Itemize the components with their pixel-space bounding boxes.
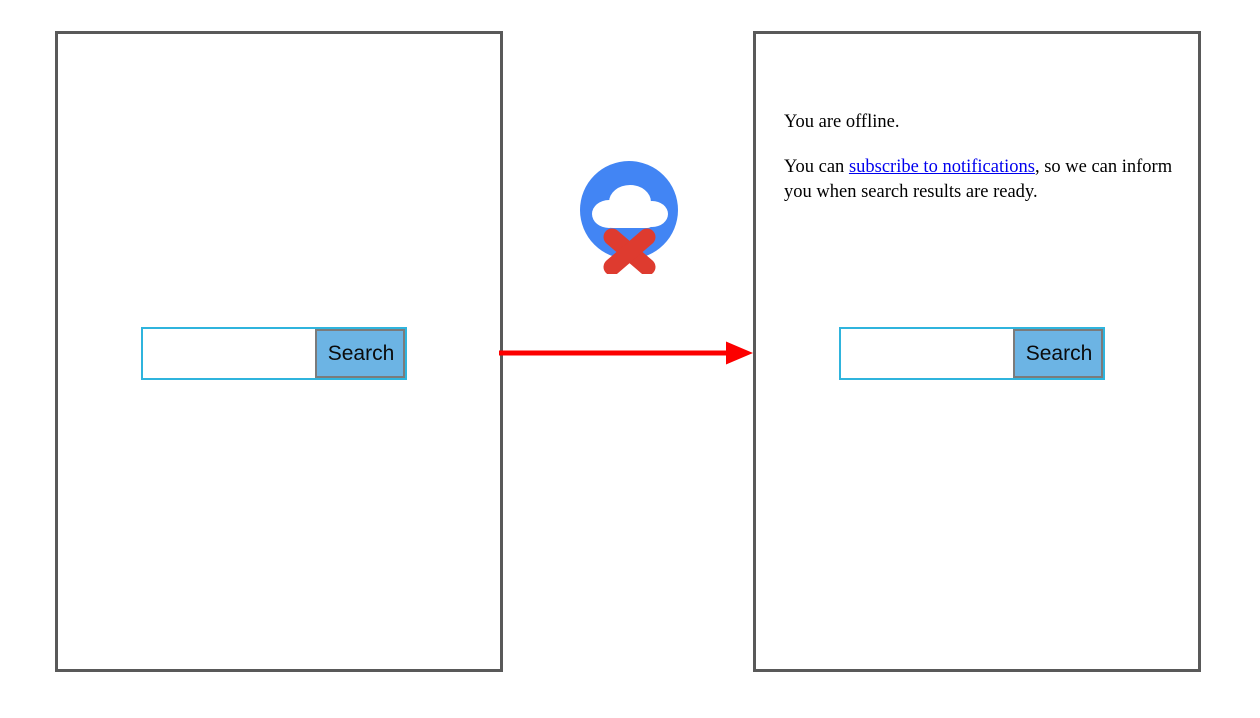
search-bar-left[interactable]: Search xyxy=(141,327,407,380)
cloud-offline-icon xyxy=(580,161,678,274)
search-input-left[interactable] xyxy=(143,329,315,378)
cloud-shape-icon xyxy=(592,185,668,228)
right-phone-panel: You are offline. You can subscribe to no… xyxy=(753,31,1201,672)
cross-mark-icon xyxy=(603,228,656,274)
offline-message: You are offline. You can subscribe to no… xyxy=(784,110,1176,205)
left-phone-panel: Search xyxy=(55,31,503,672)
search-button-right[interactable]: Search xyxy=(1013,329,1103,378)
search-button-left[interactable]: Search xyxy=(315,329,405,378)
offline-message-prefix: You can xyxy=(784,157,849,177)
flow-arrow xyxy=(499,341,753,365)
offline-message-line2: You can subscribe to notifications, so w… xyxy=(784,155,1176,205)
search-input-right[interactable] xyxy=(841,329,1013,378)
search-bar-right[interactable]: Search xyxy=(839,327,1105,380)
offline-message-suffix: , so we can inform you when search resul… xyxy=(784,157,1173,202)
subscribe-to-notifications-link[interactable]: subscribe to notifications xyxy=(848,157,1035,177)
offline-message-line1: You are offline. xyxy=(784,112,900,132)
